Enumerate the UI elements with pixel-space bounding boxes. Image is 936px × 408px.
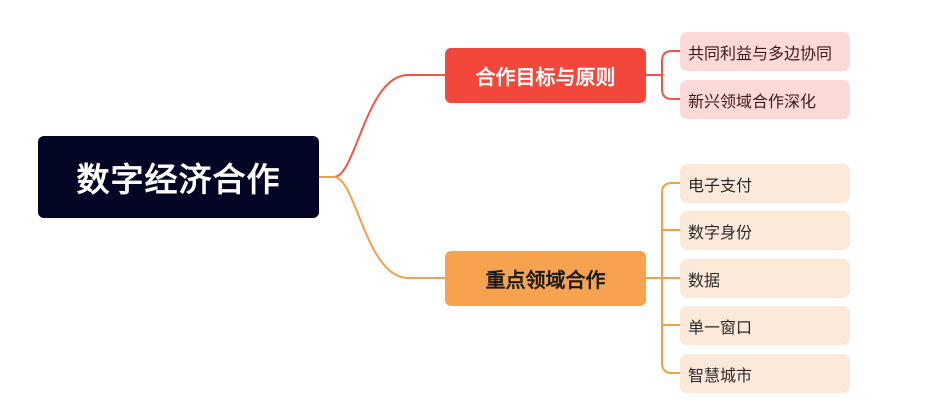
- branch-node-goals-principles: 合作目标与原则: [445, 48, 646, 103]
- root-node: 数字经济合作: [38, 136, 319, 218]
- connector-root-to-key-areas: [319, 176, 445, 279]
- branch-node-key-areas: 重点领域合作: [445, 251, 646, 306]
- connector-goals-bracket: [661, 50, 680, 100]
- connector-root-to-goals: [319, 74, 445, 178]
- leaf-node-e-payment: 电子支付: [680, 164, 850, 203]
- leaf-node-emerging-fields: 新兴领域合作深化: [680, 80, 850, 119]
- leaf-node-common-interests: 共同利益与多边协同: [680, 32, 850, 71]
- leaf-node-single-window: 单一窗口: [680, 306, 850, 345]
- leaf-node-data: 数据: [680, 259, 850, 298]
- leaf-node-smart-city: 智慧城市: [680, 354, 850, 393]
- leaf-node-digital-identity: 数字身份: [680, 211, 850, 250]
